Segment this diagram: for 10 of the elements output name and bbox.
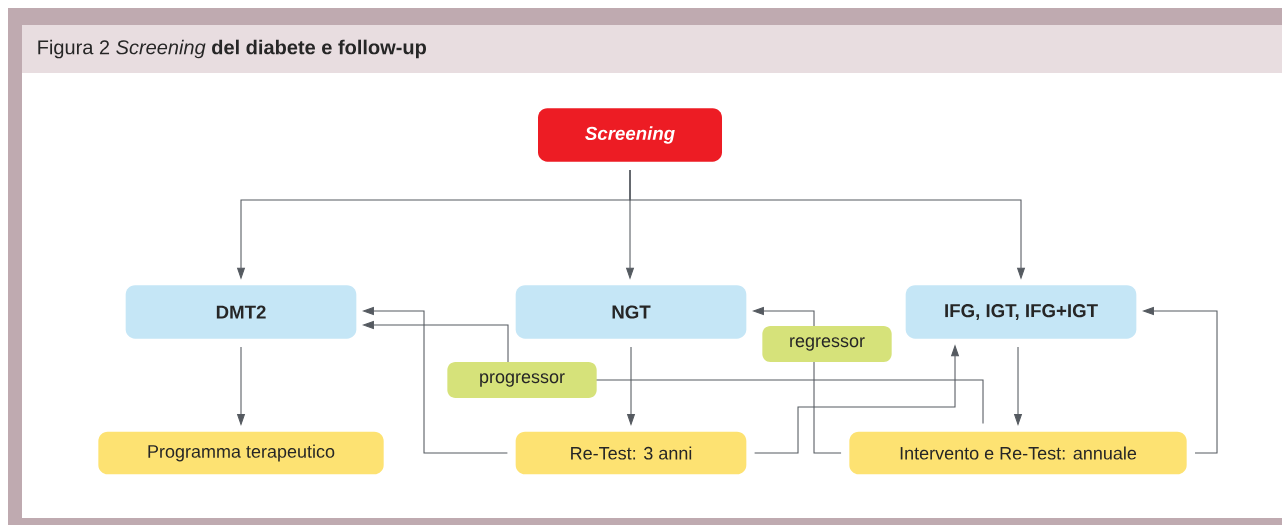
edge-label: regressor	[762, 326, 892, 362]
action-box: Intervento e Re-Test: annuale	[849, 431, 1187, 475]
action-box: Re-Test: 3 anni	[515, 431, 747, 475]
edge-label: progressor	[447, 362, 597, 398]
result-box: IFG, IGT, IFG+IGT	[905, 285, 1137, 339]
start-box: Screening	[538, 108, 722, 162]
figure-title: Figura 2 Screening del diabete e follow-up	[22, 25, 1282, 73]
result-box: NGT	[515, 285, 747, 339]
action-box: Programma terapeutico	[98, 431, 384, 475]
result-box: DMT2	[125, 285, 357, 339]
